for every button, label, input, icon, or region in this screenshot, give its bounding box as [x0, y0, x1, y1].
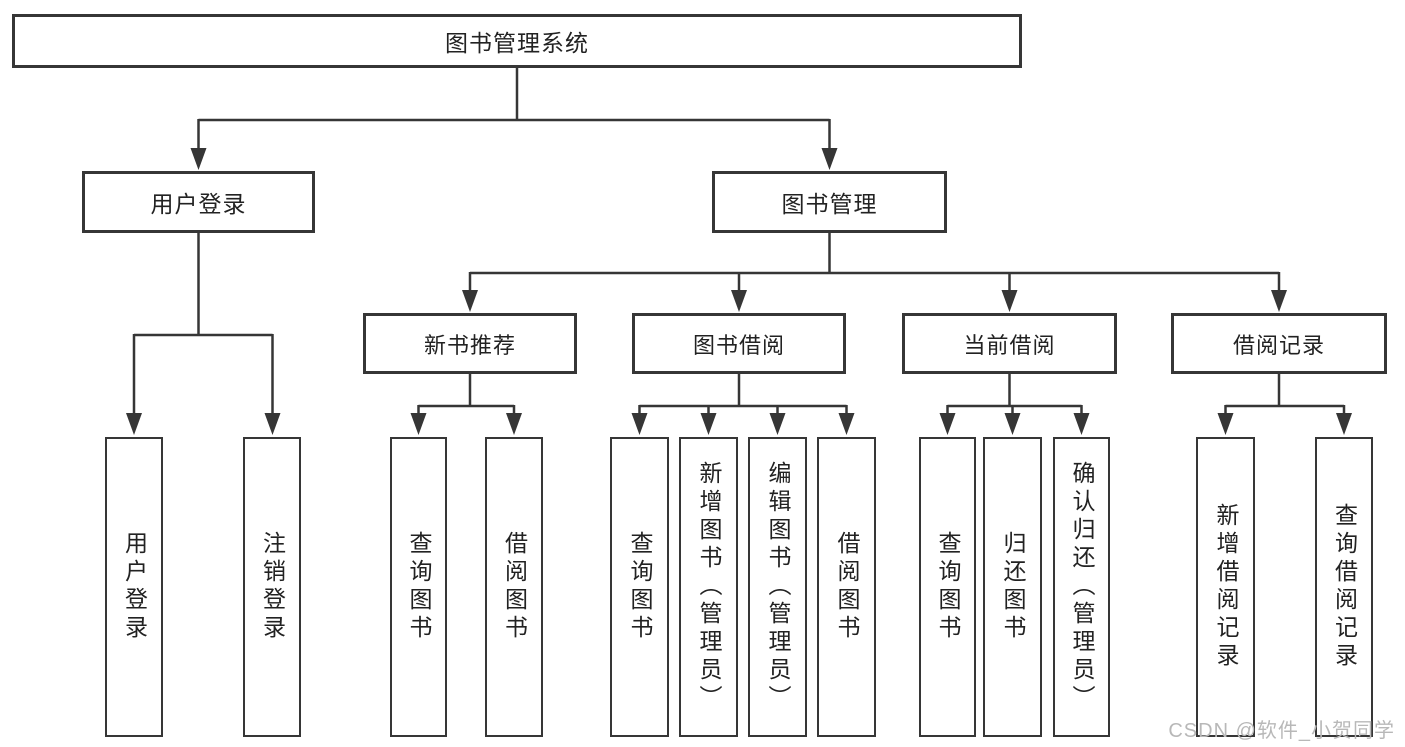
- node-borrow-records: 借阅记录: [1171, 313, 1387, 374]
- leaf-borrow-books: 借阅图书: [817, 437, 876, 737]
- leaf-logout-label: 注销登录: [259, 531, 286, 643]
- leaf-query-books-current-label: 查询图书: [935, 531, 961, 643]
- leaf-edit-books-admin: 编辑图书（管理员）: [748, 437, 807, 737]
- leaf-borrow-books-recommend-label: 借阅图书: [501, 531, 528, 643]
- leaf-query-books-recommend: 查询图书: [390, 437, 447, 737]
- leaf-borrow-books-recommend: 借阅图书: [485, 437, 543, 737]
- leaf-return-books-label: 归还图书: [1000, 531, 1026, 643]
- leaf-borrow-books-label: 借阅图书: [834, 531, 860, 643]
- leaf-query-books-borrow-label: 查询图书: [627, 531, 653, 643]
- leaf-add-borrow-record: 新增借阅记录: [1196, 437, 1255, 737]
- node-new-book-recommend-label: 新书推荐: [423, 332, 516, 358]
- leaf-query-borrow-record-label: 查询借阅记录: [1331, 503, 1358, 671]
- leaf-edit-books-admin-label: 编辑图书（管理员）: [765, 461, 791, 713]
- node-book-management: 图书管理: [712, 171, 947, 233]
- leaf-confirm-return-admin-label: 确认归还（管理员）: [1069, 461, 1095, 713]
- leaf-confirm-return-admin: 确认归还（管理员）: [1053, 437, 1110, 737]
- leaf-query-books-current: 查询图书: [919, 437, 976, 737]
- leaf-query-books-borrow: 查询图书: [610, 437, 669, 737]
- node-borrow-records-label: 借阅记录: [1232, 332, 1325, 358]
- leaf-add-books-admin: 新增图书（管理员）: [679, 437, 738, 737]
- leaf-query-borrow-record: 查询借阅记录: [1315, 437, 1373, 737]
- node-library-system: 图书管理系统: [12, 14, 1022, 68]
- node-new-book-recommend: 新书推荐: [363, 313, 577, 374]
- leaf-add-books-admin-label: 新增图书（管理员）: [696, 461, 722, 713]
- node-current-borrow-label: 当前借阅: [963, 332, 1056, 358]
- node-user-login: 用户登录: [82, 171, 315, 233]
- node-user-login-label: 用户登录: [150, 191, 247, 217]
- leaf-user-login: 用户登录: [105, 437, 163, 737]
- leaf-user-login-label: 用户登录: [121, 531, 148, 643]
- node-library-system-label: 图书管理系统: [445, 30, 589, 56]
- leaf-query-books-recommend-label: 查询图书: [406, 531, 432, 643]
- node-book-borrow-label: 图书借阅: [692, 332, 785, 358]
- leaf-logout: 注销登录: [243, 437, 301, 737]
- leaf-return-books: 归还图书: [983, 437, 1042, 737]
- node-current-borrow: 当前借阅: [902, 313, 1117, 374]
- node-book-borrow: 图书借阅: [632, 313, 846, 374]
- node-book-management-label: 图书管理: [781, 191, 878, 217]
- leaf-add-borrow-record-label: 新增借阅记录: [1213, 503, 1239, 671]
